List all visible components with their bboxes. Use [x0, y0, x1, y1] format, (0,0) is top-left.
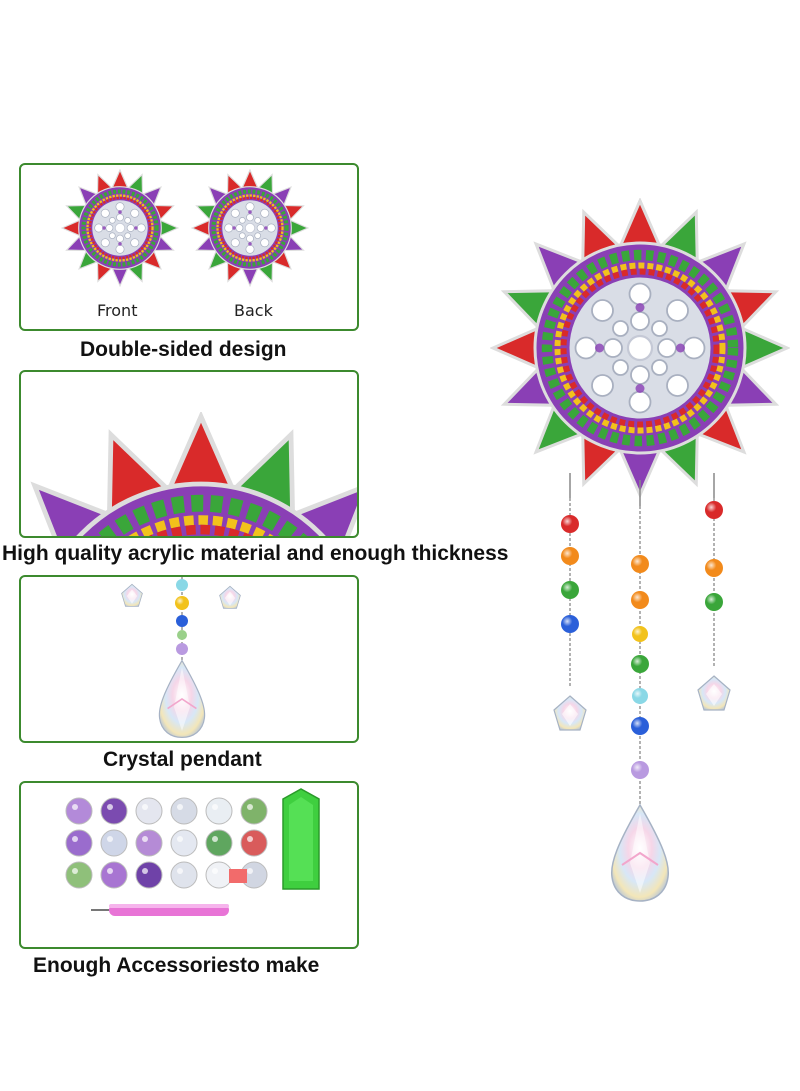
accessories-kit-icon: [65, 788, 320, 916]
material-panel: [19, 370, 359, 538]
pendant-panel: [19, 575, 359, 743]
sun-front-icon: [61, 169, 179, 287]
accessories-panel: [19, 781, 359, 949]
back-label: Back: [234, 301, 273, 320]
double-sided-caption: Double-sided design: [80, 338, 287, 361]
double-sided-panel: Front Back: [19, 163, 359, 331]
accessories-caption: Enough Accessoriesto make: [33, 954, 320, 977]
glue-pad-icon: [229, 869, 247, 883]
diamond-tray-grid: [65, 797, 268, 889]
front-label: Front: [97, 301, 138, 320]
pendant-closeup-icon: [121, 577, 241, 739]
material-caption: High quality acrylic material and enough…: [2, 542, 509, 565]
sun-back-icon: [191, 169, 309, 287]
pendant-caption: Crystal pendant: [103, 748, 262, 771]
sun-suncatcher-product-icon: [470, 198, 800, 903]
sun-closeup-icon: [19, 412, 359, 538]
